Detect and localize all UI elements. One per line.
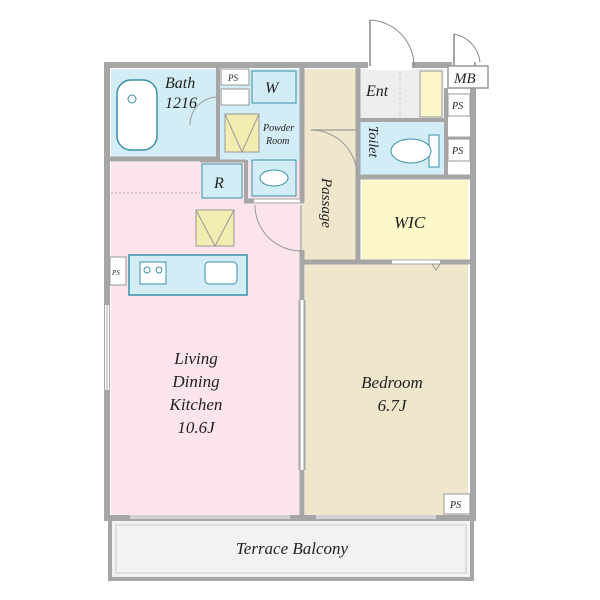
powder-room-label-2: Room bbox=[265, 136, 289, 147]
wic-door-marker bbox=[431, 263, 441, 271]
stove-burner-2 bbox=[155, 266, 163, 274]
kitchen-sink bbox=[204, 261, 238, 285]
mb-door-gap bbox=[452, 60, 474, 70]
entrance-door-arc bbox=[369, 19, 415, 67]
fridge-label: R bbox=[213, 175, 224, 192]
ps-bath-box bbox=[220, 68, 250, 86]
ldk-label-2: Dining bbox=[171, 372, 219, 391]
meter-box-label: MB bbox=[453, 71, 476, 87]
ps-toilet-box bbox=[447, 138, 471, 162]
ps-bedroom-label: PS bbox=[449, 500, 461, 511]
ps-toilet-label: PS bbox=[451, 146, 463, 157]
bath-door-arc bbox=[189, 96, 219, 126]
passage-label: Passage bbox=[318, 177, 334, 228]
powder-vent-cross bbox=[224, 113, 260, 154]
ps-kitchen-box bbox=[109, 256, 127, 286]
ldk-label-1: Living bbox=[173, 349, 217, 368]
bathtub bbox=[116, 79, 158, 151]
toilet-label: Toilet bbox=[365, 126, 380, 158]
ps-entrance-label: PS bbox=[451, 101, 463, 112]
bedroom-size-label: 6.7J bbox=[378, 396, 408, 415]
stove-burner-1 bbox=[143, 266, 151, 274]
powder-room-label-1: Powder bbox=[262, 123, 294, 134]
bath-size-label: 1216 bbox=[165, 95, 197, 112]
fridge-box bbox=[201, 163, 243, 199]
balcony-inner-edge bbox=[115, 524, 467, 574]
toilet-door-arc bbox=[310, 129, 358, 177]
ps-bath-label: PS bbox=[227, 73, 238, 83]
powder-door-arc bbox=[254, 204, 302, 252]
balcony-area bbox=[108, 517, 474, 581]
mb-door-arc bbox=[453, 33, 481, 63]
bathtub-drain bbox=[127, 94, 137, 104]
kitchen-hood-cross bbox=[195, 209, 235, 248]
ps-entrance-box bbox=[447, 93, 471, 117]
mb-box bbox=[447, 65, 489, 89]
washer-space bbox=[251, 70, 297, 104]
wic-room bbox=[362, 180, 468, 262]
washer-label: W bbox=[265, 80, 280, 97]
shoe-cabinet bbox=[419, 70, 443, 118]
entrance-label: Ent bbox=[365, 83, 389, 100]
powder-vent bbox=[224, 113, 260, 153]
sink-bowl bbox=[259, 169, 289, 187]
kitchen-hood bbox=[195, 209, 235, 247]
passage-area bbox=[302, 69, 358, 261]
bedroom-label: Bedroom bbox=[361, 373, 423, 392]
ps-kitchen-label: PS bbox=[111, 269, 120, 277]
balcony-label: Terrace Balcony bbox=[236, 539, 349, 558]
ldk-label-3: Kitchen bbox=[169, 395, 223, 414]
ldk-size-label: 10.6J bbox=[177, 418, 216, 437]
entrance-door-gap bbox=[368, 60, 412, 70]
ps-bedroom-box bbox=[443, 493, 471, 515]
stove bbox=[139, 261, 167, 285]
bedroom-room bbox=[305, 264, 468, 516]
bath-label: Bath bbox=[165, 75, 195, 92]
toilet-bowl bbox=[390, 138, 432, 164]
bath-shelf bbox=[220, 88, 250, 106]
wic-label: WIC bbox=[394, 213, 426, 232]
